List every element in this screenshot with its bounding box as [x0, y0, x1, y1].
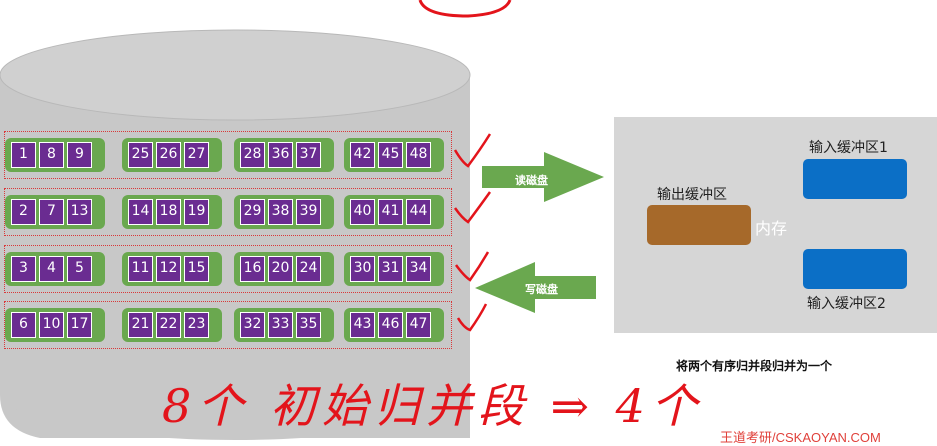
record-cell: 16: [240, 256, 265, 282]
record-cell: 45: [378, 142, 403, 168]
record-cell: 39: [296, 199, 321, 225]
record-cell: 8: [39, 142, 64, 168]
disk-bottom: [0, 344, 470, 440]
record-cell: 3: [11, 256, 36, 282]
record-cell: 14: [128, 199, 153, 225]
record-cell: 40: [350, 199, 375, 225]
record-cell: 15: [184, 256, 209, 282]
record-cell: 17: [67, 312, 92, 338]
record-cell: 28: [240, 142, 265, 168]
record-cell: 31: [378, 256, 403, 282]
record-cell: 22: [156, 312, 181, 338]
record-cell: 48: [406, 142, 431, 168]
output-buffer: [647, 205, 751, 245]
record-cell: 42: [350, 142, 375, 168]
disk-top: [0, 29, 471, 121]
check-mark-3: [454, 251, 490, 282]
check-mark-2: [453, 191, 492, 224]
record-cell: 7: [39, 199, 64, 225]
write-disk-label: 写磁盘: [525, 283, 558, 296]
record-cell: 43: [350, 312, 375, 338]
memory-label: 内存: [755, 219, 788, 238]
red-scribble-top: [418, 0, 512, 18]
memory-panel: 输入缓冲区1 输出缓冲区 内存 输入缓冲区2: [614, 117, 937, 333]
record-cell: 46: [378, 312, 403, 338]
record-cell: 35: [296, 312, 321, 338]
read-disk-label: 读磁盘: [515, 174, 548, 187]
record-cell: 47: [406, 312, 431, 338]
input-buffer-2-label: 输入缓冲区2: [807, 296, 886, 312]
record-cell: 1: [11, 142, 36, 168]
record-cell: 25: [128, 142, 153, 168]
record-cell: 9: [67, 142, 92, 168]
output-buffer-label: 输出缓冲区: [657, 187, 727, 203]
record-cell: 24: [296, 256, 321, 282]
read-disk-arrow: [482, 152, 604, 202]
record-cell: 19: [184, 199, 209, 225]
record-cell: 21: [128, 312, 153, 338]
record-cell: 44: [406, 199, 431, 225]
record-cell: 12: [156, 256, 181, 282]
record-cell: 38: [268, 199, 293, 225]
record-cell: 20: [268, 256, 293, 282]
record-cell: 5: [67, 256, 92, 282]
record-cell: 30: [350, 256, 375, 282]
record-cell: 37: [296, 142, 321, 168]
record-cell: 2: [11, 199, 36, 225]
record-cell: 4: [39, 256, 64, 282]
record-cell: 10: [39, 312, 64, 338]
record-cell: 29: [240, 199, 265, 225]
record-cell: 32: [240, 312, 265, 338]
record-cell: 18: [156, 199, 181, 225]
record-cell: 26: [156, 142, 181, 168]
record-cell: 36: [268, 142, 293, 168]
record-cell: 13: [67, 199, 92, 225]
check-mark-4: [456, 303, 488, 332]
record-cell: 27: [184, 142, 209, 168]
record-cell: 41: [378, 199, 403, 225]
handwritten-note: 8个 初始归并段 ⇒ 4个: [162, 379, 703, 433]
record-cell: 33: [268, 312, 293, 338]
merge-caption: 将两个有序归并段归并为一个: [676, 359, 833, 373]
write-disk-arrow: [475, 262, 596, 313]
input-buffer-1: [803, 159, 907, 199]
check-mark-1: [453, 133, 492, 168]
record-cell: 11: [128, 256, 153, 282]
record-cell: 34: [406, 256, 431, 282]
record-cell: 6: [11, 312, 36, 338]
input-buffer-1-label: 输入缓冲区1: [809, 140, 888, 156]
record-cell: 23: [184, 312, 209, 338]
input-buffer-2: [803, 249, 907, 289]
watermark: 王道考研/CSKAOYAN.COM: [720, 430, 881, 445]
